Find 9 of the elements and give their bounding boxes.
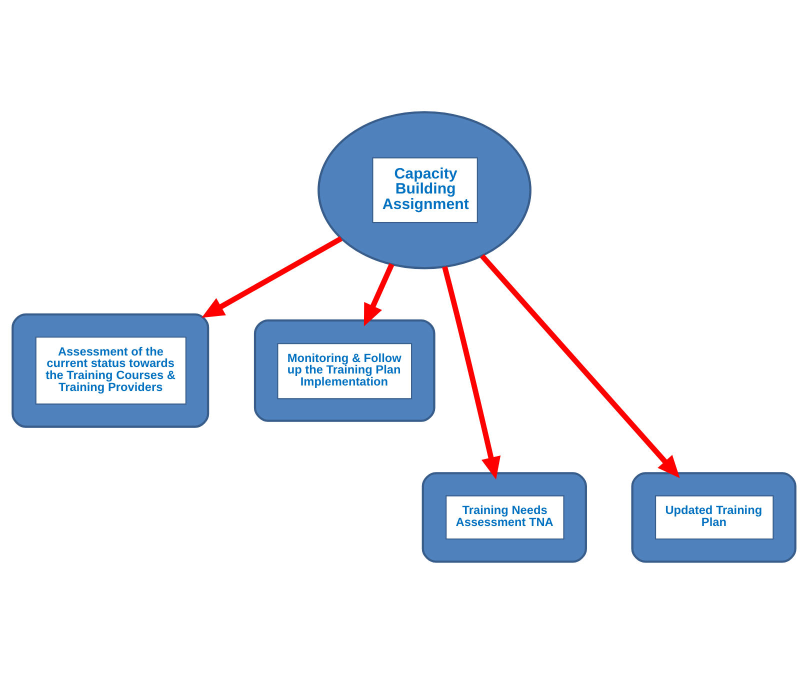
node-box: Assessment of the current status towards the Training Courses & Training Providers xyxy=(12,312,210,428)
arrow xyxy=(480,254,680,478)
node-box: Monitoring & Follow up the Training Plan Implementation xyxy=(254,318,436,422)
arrow xyxy=(442,266,501,479)
arrow xyxy=(202,236,342,318)
node-box: Updated Training Plan xyxy=(631,472,796,562)
node-ellipse: Capacity Building Assignment xyxy=(318,110,532,269)
node-box: Training Needs Assessment TNA xyxy=(422,472,587,562)
arrow xyxy=(364,262,394,326)
